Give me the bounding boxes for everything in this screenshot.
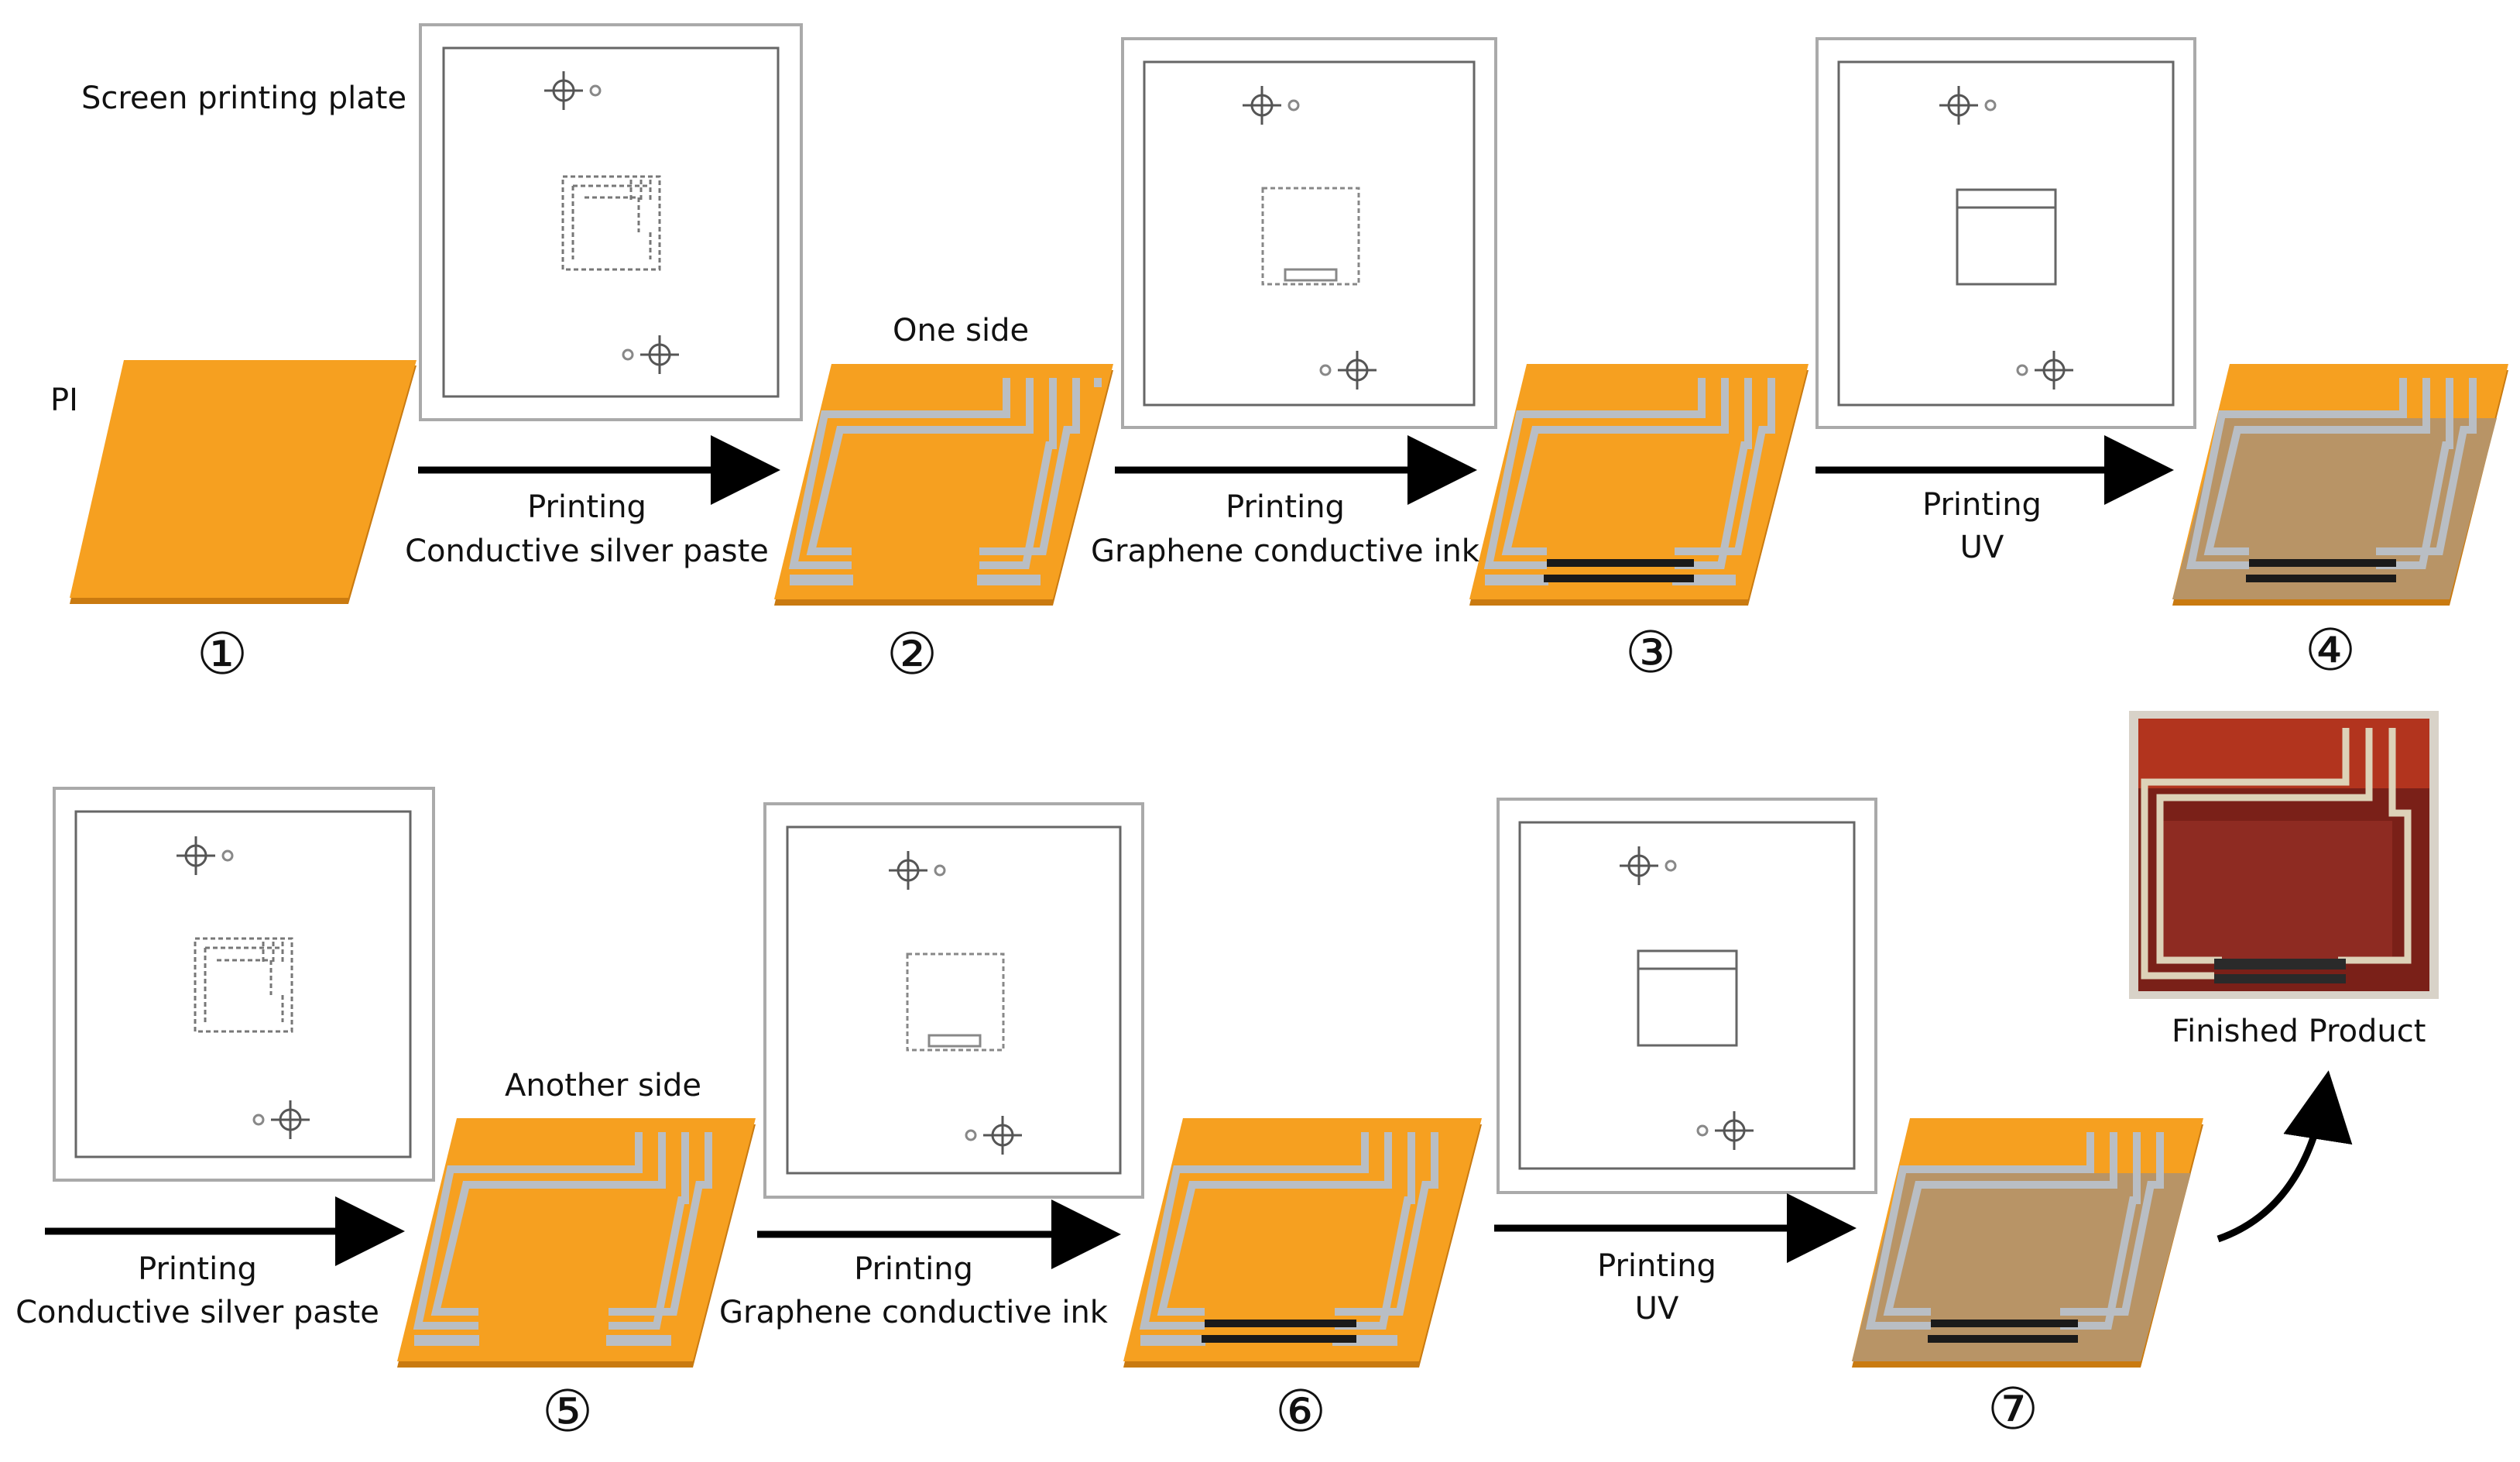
screen-plate-silver-2 bbox=[53, 787, 435, 1182]
screen-printing-plate-label: Screen printing plate bbox=[81, 81, 406, 116]
svg-text:Graphene conductive ink: Graphene conductive ink bbox=[1091, 534, 1480, 569]
svg-text:Printing: Printing bbox=[854, 1251, 973, 1287]
pi-substrate-step-1 bbox=[70, 360, 417, 604]
svg-text:Printing: Printing bbox=[527, 489, 646, 525]
screen-plate-graphene-1 bbox=[1121, 37, 1497, 429]
substrate-graphene-step-3 bbox=[1469, 364, 1809, 606]
svg-text:Printing: Printing bbox=[1597, 1248, 1716, 1284]
screen-plate-uv-1 bbox=[1815, 37, 2196, 429]
step-number-6: ⑥ bbox=[1275, 1378, 1326, 1445]
step-number-5: ⑤ bbox=[542, 1378, 593, 1445]
substrate-uv-step-4 bbox=[2172, 364, 2508, 606]
process-arrow-1: Printing Conductive silver paste bbox=[405, 435, 780, 569]
svg-text:Printing: Printing bbox=[138, 1251, 257, 1287]
pi-label: PI bbox=[50, 383, 78, 418]
process-arrow-4: Printing Conductive silver paste bbox=[15, 1196, 405, 1330]
step-number-7: ⑦ bbox=[1987, 1376, 2038, 1443]
svg-text:Graphene conductive ink: Graphene conductive ink bbox=[719, 1295, 1109, 1330]
substrate-silver-step-5 bbox=[397, 1118, 756, 1368]
curved-arrow-to-finished-product bbox=[2217, 1070, 2353, 1243]
finished-product-label: Finished Product bbox=[2172, 1014, 2426, 1049]
step-number-2: ② bbox=[886, 621, 938, 688]
substrate-silver-step-2 bbox=[774, 364, 1113, 606]
finished-product-photo bbox=[2129, 711, 2439, 999]
svg-text:Printing: Printing bbox=[1226, 489, 1345, 525]
substrate-graphene-step-6 bbox=[1123, 1118, 1482, 1368]
another-side-label: Another side bbox=[505, 1068, 701, 1103]
one-side-label: One side bbox=[893, 313, 1029, 348]
step-number-3: ③ bbox=[1625, 619, 1676, 686]
step-number-4: ④ bbox=[2305, 617, 2356, 684]
screen-plate-silver-1 bbox=[419, 23, 803, 421]
screen-plate-uv-2 bbox=[1497, 798, 1877, 1194]
step-number-1: ① bbox=[197, 621, 248, 688]
process-arrow-3: Printing UV bbox=[1815, 435, 2174, 565]
svg-text:UV: UV bbox=[1960, 530, 2004, 565]
process-arrow-5: Printing Graphene conductive ink bbox=[719, 1199, 1121, 1330]
substrate-uv-step-7 bbox=[1852, 1118, 2203, 1368]
svg-text:Printing: Printing bbox=[1922, 487, 2042, 523]
screen-plate-graphene-2 bbox=[763, 802, 1144, 1199]
svg-text:Conductive silver paste: Conductive silver paste bbox=[405, 534, 769, 569]
process-arrow-6: Printing UV bbox=[1494, 1193, 1857, 1326]
process-arrow-2: Printing Graphene conductive ink bbox=[1091, 435, 1480, 569]
svg-text:UV: UV bbox=[1635, 1291, 1679, 1326]
svg-text:Conductive silver paste: Conductive silver paste bbox=[15, 1295, 379, 1330]
